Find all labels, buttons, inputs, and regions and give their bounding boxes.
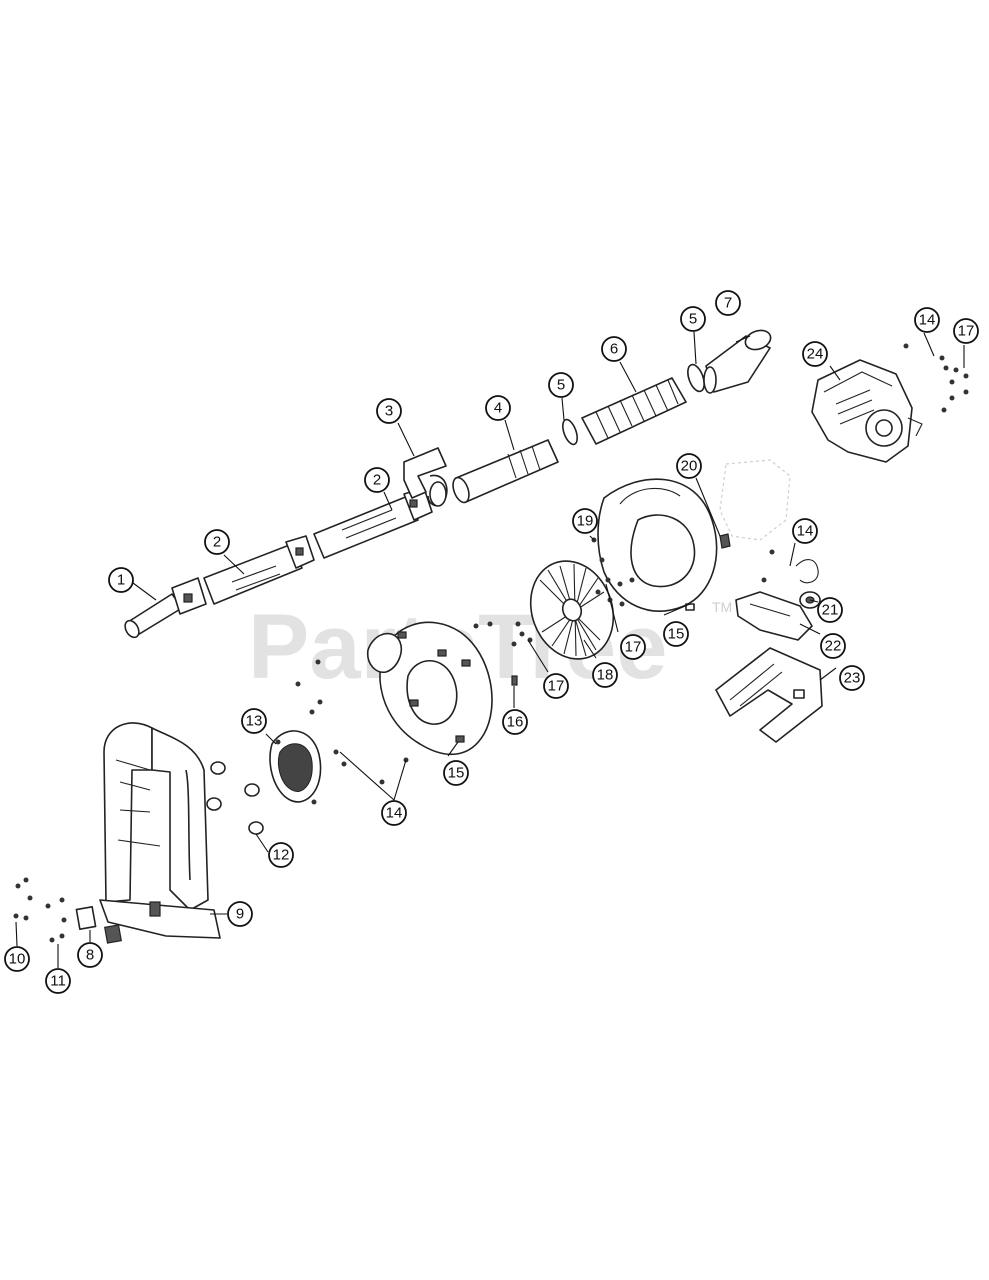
part-tube-upper bbox=[313, 487, 433, 559]
fasteners-bottom-left bbox=[13, 877, 67, 943]
part-swivel-tube bbox=[452, 439, 559, 504]
callout-label: 12 bbox=[273, 847, 290, 864]
callout: 16 bbox=[502, 709, 528, 735]
callout: 3 bbox=[376, 398, 402, 424]
callout-label: 16 bbox=[507, 714, 524, 731]
part-fan-housing-right bbox=[597, 478, 718, 612]
callout-label: 21 bbox=[822, 602, 839, 619]
callout: 2 bbox=[204, 529, 230, 555]
callout-label: 17 bbox=[958, 323, 975, 340]
callout: 8 bbox=[77, 942, 103, 968]
callout: 2 bbox=[364, 467, 390, 493]
callout: 14 bbox=[792, 518, 818, 544]
part-flex-hose bbox=[581, 377, 687, 445]
part-frame bbox=[715, 647, 823, 743]
callout: 9 bbox=[227, 901, 253, 927]
callout-label: 24 bbox=[807, 346, 824, 363]
callout: 17 bbox=[953, 318, 979, 344]
callout: 13 bbox=[241, 708, 267, 734]
callout: 17 bbox=[620, 634, 646, 660]
callout: 17 bbox=[543, 673, 569, 699]
callout-label: 23 bbox=[844, 670, 861, 687]
part-cover bbox=[735, 591, 813, 641]
callout: 7 bbox=[715, 290, 741, 316]
callout-label: 6 bbox=[610, 341, 618, 358]
callout: 21 bbox=[817, 597, 843, 623]
callout-label: 14 bbox=[386, 805, 403, 822]
callout: 5 bbox=[548, 372, 574, 398]
callout: 24 bbox=[802, 341, 828, 367]
part-tube-lower bbox=[203, 535, 315, 605]
callout-label: 15 bbox=[448, 765, 465, 782]
part-grommets bbox=[206, 761, 264, 835]
callout-label: 17 bbox=[625, 639, 642, 656]
callout-label: 14 bbox=[919, 312, 936, 329]
callout-label: 13 bbox=[246, 713, 263, 730]
fasteners-left bbox=[295, 659, 409, 785]
callout-label: 8 bbox=[86, 947, 94, 964]
callout: 23 bbox=[839, 665, 865, 691]
callout-label: 11 bbox=[50, 973, 66, 990]
callout-label: 19 bbox=[577, 513, 594, 530]
leader-lines bbox=[15, 331, 965, 968]
callout: 12 bbox=[268, 842, 294, 868]
callout: 10 bbox=[4, 946, 30, 972]
part-buckles bbox=[75, 905, 122, 944]
part-clamp-ring-lower bbox=[562, 418, 578, 446]
part-handle-clamp bbox=[403, 447, 448, 507]
callout-label: 7 bbox=[724, 295, 732, 312]
part-nozzle bbox=[124, 577, 207, 639]
callout-label: 3 bbox=[385, 403, 393, 420]
callout: 20 bbox=[676, 453, 702, 479]
callout-label: 5 bbox=[689, 311, 697, 328]
callout-label: 9 bbox=[236, 906, 244, 923]
part-small-bracket bbox=[719, 533, 731, 549]
callout: 15 bbox=[663, 621, 689, 647]
callout-label: 22 bbox=[825, 638, 842, 655]
callout: 15 bbox=[443, 760, 469, 786]
callout-label: 4 bbox=[494, 400, 502, 417]
fasteners-upper bbox=[903, 343, 969, 413]
callout-label: 2 bbox=[213, 534, 221, 551]
callout: 1 bbox=[108, 567, 134, 593]
callout: 22 bbox=[820, 633, 846, 659]
part-intake-screen bbox=[269, 730, 322, 805]
part-clamp-ring-upper bbox=[687, 363, 705, 393]
callout-label: 1 bbox=[117, 572, 125, 589]
watermark-trademark: TM bbox=[712, 599, 732, 615]
callout: 18 bbox=[592, 662, 618, 688]
callout: 6 bbox=[601, 336, 627, 362]
part-upper-housing bbox=[811, 359, 923, 463]
callout-label: 14 bbox=[797, 523, 814, 540]
callout: 14 bbox=[381, 800, 407, 826]
callout-label: 5 bbox=[557, 377, 565, 394]
callout: 19 bbox=[572, 508, 598, 534]
callout: 14 bbox=[914, 307, 940, 333]
callout-label: 20 bbox=[681, 458, 698, 475]
callout: 4 bbox=[485, 395, 511, 421]
callout-label: 2 bbox=[373, 472, 381, 489]
callout-label: 18 bbox=[597, 667, 614, 684]
part-engine-silhouette bbox=[719, 459, 791, 541]
callout-label: 10 bbox=[9, 951, 26, 968]
callout-label: 17 bbox=[548, 678, 565, 695]
part-fan-housing-left bbox=[366, 621, 493, 756]
part-backpack-frame bbox=[99, 722, 221, 939]
callout: 11 bbox=[45, 968, 71, 994]
callout-label: 15 bbox=[668, 626, 685, 643]
part-wire bbox=[761, 549, 819, 584]
callout: 5 bbox=[680, 306, 706, 332]
part-elbow bbox=[703, 329, 772, 394]
